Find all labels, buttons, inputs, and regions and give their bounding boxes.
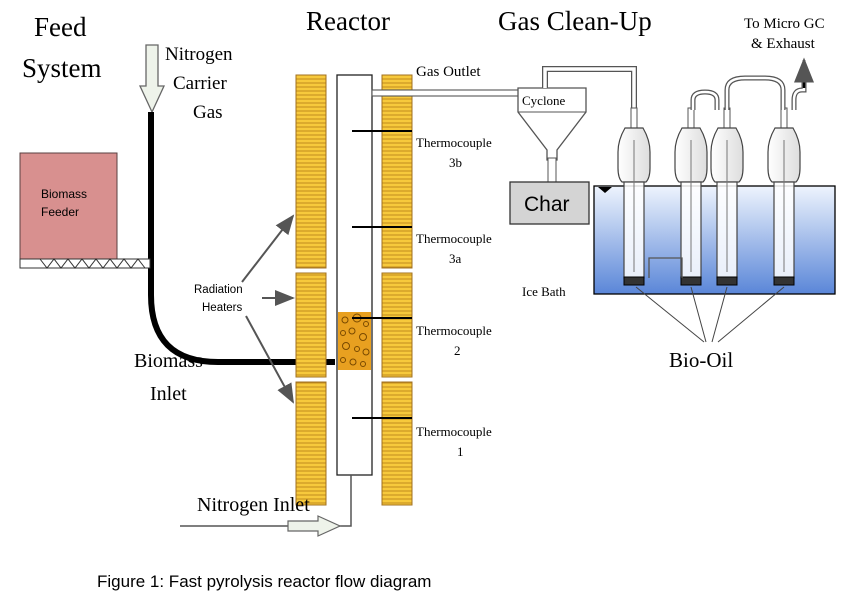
thermocouple-1-label-line2: 1 [457, 444, 464, 459]
heater-right-bottom [381, 381, 413, 506]
heater-right-middle [381, 272, 413, 378]
thermocouple-2-label-line1: Thermocouple [416, 323, 492, 338]
thermocouple-1-label-line1: Thermocouple [416, 424, 492, 439]
biomass-feeder-label-line2: Feeder [41, 205, 79, 219]
gas-cleanup-title: Gas Clean-Up [498, 6, 652, 36]
heater-left-top [295, 74, 327, 269]
nitrogen-inlet-arrow-icon [287, 515, 342, 537]
condenser-4-stem [780, 107, 788, 129]
feed-system-title-line1: Feed [34, 12, 87, 42]
cyclone-label: Cyclone [522, 93, 566, 108]
heater-right-top [381, 74, 413, 269]
thermocouple-3a-label-line1: Thermocouple [416, 231, 492, 246]
radiation-arrow-top [241, 214, 295, 283]
thermocouple-3b-label-line2: 3b [449, 155, 462, 170]
gas-outlet-label: Gas Outlet [416, 64, 481, 80]
auger-zigzag [39, 258, 146, 269]
nitrogen-carrier-label-line1: Nitrogen [165, 44, 233, 65]
nitrogen-carrier-label-line2: Carrier [173, 73, 227, 94]
condenser-1-stem [630, 107, 638, 129]
condenser-3-bio-oil [716, 276, 738, 286]
biomass-feeder-label-line1: Biomass [41, 187, 87, 201]
condenser-pipe-2-3-core [691, 90, 719, 110]
cyclone-outlet-pipe-core [543, 67, 636, 110]
nitrogen-carrier-arrow-icon [138, 44, 166, 114]
nitrogen-inlet-label: Nitrogen Inlet [197, 494, 310, 516]
bio-oil-leader-2 [690, 286, 707, 343]
micro-gc-label-line1: To Micro GC [744, 16, 825, 32]
micro-gc-label-line2: & Exhaust [751, 36, 816, 52]
figure-caption: Figure 1: Fast pyrolysis reactor flow di… [97, 572, 431, 591]
gas-outlet-pipe [371, 89, 521, 97]
condensers [617, 107, 801, 286]
reactor-tube [336, 74, 373, 476]
reactor-title: Reactor [306, 6, 390, 36]
exhaust-pipe-core [792, 72, 806, 110]
thermocouple-2-label-line2: 2 [454, 343, 461, 358]
char-pipe [547, 157, 557, 183]
heater-left-middle [295, 272, 327, 378]
condenser-pipe-3-4 [724, 75, 786, 110]
condenser-pipe-3-4-core [725, 76, 785, 110]
condenser-pipe-1-2 [648, 257, 683, 278]
heater-left-bottom [295, 381, 327, 506]
feed-system-title-line2: System [22, 53, 102, 83]
biomass-inlet-label-line2: Inlet [150, 383, 187, 405]
bio-oil-leader-1 [635, 286, 705, 343]
condenser-3-stem [723, 107, 731, 129]
bio-oil-leader-3 [711, 286, 728, 343]
char-label: Char [524, 193, 570, 216]
ice-bath-level-marker [598, 187, 612, 193]
biomass-inlet-label-line1: Biomass [134, 350, 203, 372]
condenser-4-bio-oil [773, 276, 795, 286]
thermocouple-3a-label-line2: 3a [449, 251, 462, 266]
condenser-1-bio-oil [623, 276, 645, 286]
bio-oil-leader-4 [717, 286, 785, 343]
bio-oil-label: Bio-Oil [669, 348, 733, 372]
radiation-arrow-bottom [245, 315, 294, 404]
ice-bath-label: Ice Bath [522, 284, 566, 299]
nitrogen-carrier-label-line3: Gas [193, 102, 223, 123]
char-box [509, 181, 590, 225]
radiation-heaters-label-line1: Radiation [194, 284, 243, 296]
nitrogen-inlet-pipe [180, 475, 352, 527]
feed-line [148, 112, 335, 365]
condenser-2-bio-oil [680, 276, 702, 286]
radiation-heaters-label-line2: Heaters [202, 302, 243, 314]
condenser-2-stem [687, 107, 695, 129]
thermocouple-3b-label-line1: Thermocouple [416, 135, 492, 150]
cyclone [517, 87, 587, 161]
